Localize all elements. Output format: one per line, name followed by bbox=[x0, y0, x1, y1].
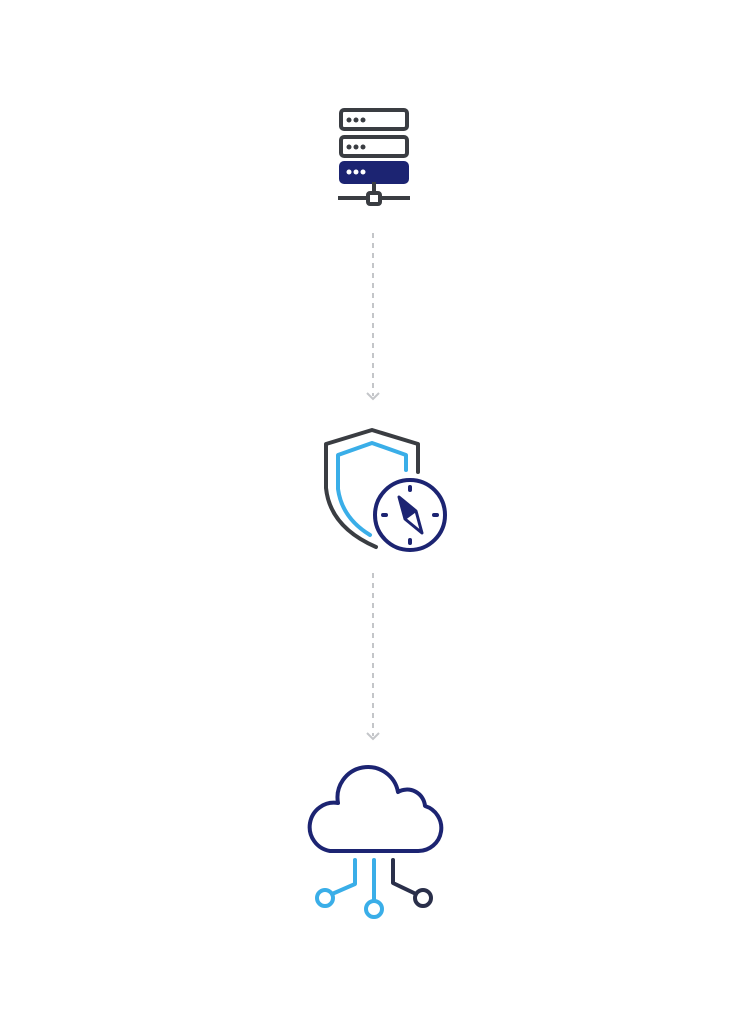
server-network-icon bbox=[338, 108, 410, 206]
shield-compass-icon bbox=[324, 428, 447, 552]
dashed-arrow-connector bbox=[366, 573, 380, 741]
cloud-circuit-icon bbox=[307, 765, 444, 919]
dashed-arrow-connector bbox=[366, 233, 380, 401]
